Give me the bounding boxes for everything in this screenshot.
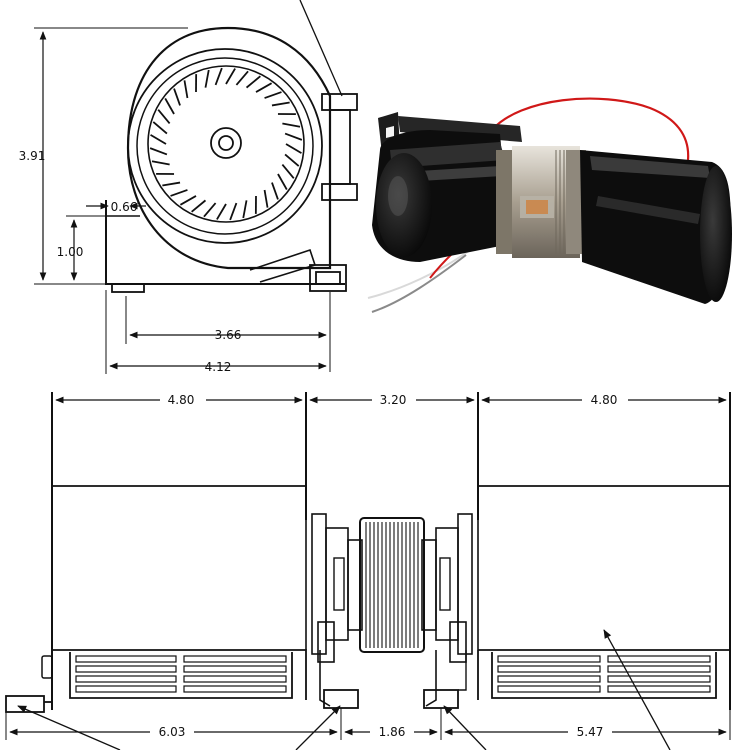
wheel-blade bbox=[204, 69, 210, 88]
louver-slot bbox=[75, 655, 177, 663]
dim-mount-spacing: 1.86 bbox=[344, 708, 442, 740]
wheel-blade bbox=[150, 134, 167, 145]
louver-slot bbox=[607, 665, 711, 673]
front-motor-windings bbox=[365, 522, 419, 648]
wheel-blade bbox=[149, 147, 168, 156]
louver-slot bbox=[75, 675, 177, 683]
wheel-blade bbox=[282, 122, 301, 128]
dim-right-housing: 4.80 bbox=[481, 392, 727, 407]
dim-inner-width-label: 3.66 bbox=[215, 328, 242, 342]
front-view: 4.80 3.20 4.80 6.03 1.86 bbox=[5, 392, 731, 750]
right-housing bbox=[580, 150, 732, 304]
wheel-blade bbox=[164, 97, 175, 115]
front-mount-legs bbox=[319, 650, 467, 709]
dim-right-mount: 5.47 bbox=[444, 710, 731, 740]
side-view: 3.91 1.00 0.66 3.66 4.12 bbox=[19, 0, 358, 374]
louver-slot bbox=[607, 685, 711, 693]
wheel-blade bbox=[203, 202, 217, 218]
dim-offset-label: 0.66 bbox=[111, 200, 138, 214]
wheel-blade bbox=[162, 181, 181, 187]
louver-slot bbox=[183, 675, 287, 683]
left-housing bbox=[372, 130, 510, 262]
blower-wheel bbox=[147, 65, 305, 223]
wheel-blade bbox=[284, 153, 300, 167]
louver-slot bbox=[183, 655, 287, 663]
wheel-blade bbox=[179, 195, 197, 206]
louver-slot bbox=[497, 655, 601, 663]
dim-overall-width: 4.12 bbox=[105, 290, 327, 374]
wheel-blade bbox=[242, 200, 248, 219]
wheel-blade bbox=[271, 182, 279, 200]
red-wire bbox=[491, 97, 690, 161]
dim-motor-gap-label: 3.20 bbox=[380, 393, 407, 407]
dim-offset: 0.66 bbox=[86, 200, 146, 214]
louver-slot bbox=[75, 685, 177, 693]
side-bracket bbox=[309, 93, 358, 292]
wheel-blade bbox=[191, 199, 207, 213]
right-louvers bbox=[497, 655, 711, 693]
wheel-blade bbox=[285, 143, 302, 154]
left-louvers bbox=[75, 655, 287, 693]
wheel-blade bbox=[229, 202, 238, 221]
louver-slot bbox=[75, 665, 177, 673]
front-motor bbox=[305, 513, 479, 663]
wheel-blade bbox=[183, 80, 189, 99]
wheel-blade bbox=[216, 203, 227, 220]
dim-height-label: 3.91 bbox=[19, 149, 46, 163]
wheel-blade bbox=[284, 132, 303, 141]
dim-motor-gap: 3.20 bbox=[309, 392, 475, 407]
dim-left-housing: 4.80 bbox=[55, 392, 303, 407]
wheel-blade bbox=[214, 67, 223, 86]
louver-slot bbox=[183, 685, 287, 693]
wheel-blade bbox=[151, 160, 170, 166]
wheel-blade bbox=[263, 189, 269, 208]
wheel-blade bbox=[245, 75, 261, 89]
dim-left-housing-label: 4.80 bbox=[168, 393, 195, 407]
wheel-blade bbox=[271, 101, 290, 107]
side-housing bbox=[126, 26, 332, 270]
center-motor bbox=[496, 146, 586, 258]
louver-slot bbox=[497, 665, 601, 673]
product-photo bbox=[367, 97, 732, 313]
wheel-blade bbox=[157, 109, 171, 125]
dim-height: 3.91 bbox=[19, 27, 188, 285]
side-leader bbox=[299, 0, 343, 97]
wheel-blade bbox=[152, 121, 168, 135]
wheel-hub bbox=[210, 127, 242, 159]
louver-slot bbox=[183, 665, 287, 673]
wheel-blade bbox=[235, 70, 249, 86]
dim-right-housing-label: 4.80 bbox=[591, 393, 618, 407]
dim-mount-spacing-label: 1.86 bbox=[379, 725, 406, 739]
front-right-housing bbox=[477, 392, 731, 710]
wheel-blade bbox=[173, 88, 181, 106]
front-left-housing bbox=[5, 392, 307, 713]
wheel-blade bbox=[255, 82, 273, 93]
right-inlet-cap bbox=[700, 166, 732, 302]
wheel-blade bbox=[225, 68, 236, 85]
dim-foot-height-label: 1.00 bbox=[57, 245, 84, 259]
louver-slot bbox=[607, 675, 711, 683]
louver-slot bbox=[497, 675, 601, 683]
dim-foot-height: 1.00 bbox=[57, 215, 106, 281]
dim-inner-width: 3.66 bbox=[125, 292, 331, 372]
dim-overall-width-label: 4.12 bbox=[205, 360, 232, 374]
dim-right-mount-label: 5.47 bbox=[577, 725, 604, 739]
dim-left-mount-label: 6.03 bbox=[159, 725, 186, 739]
louver-slot bbox=[607, 655, 711, 663]
wheel-blade bbox=[264, 91, 282, 99]
dim-left-mount: 6.03 bbox=[5, 708, 342, 740]
wheel-blade bbox=[277, 173, 288, 191]
louver-slot bbox=[497, 685, 601, 693]
wheel-blade bbox=[170, 189, 188, 197]
wheel-blade bbox=[281, 163, 295, 179]
